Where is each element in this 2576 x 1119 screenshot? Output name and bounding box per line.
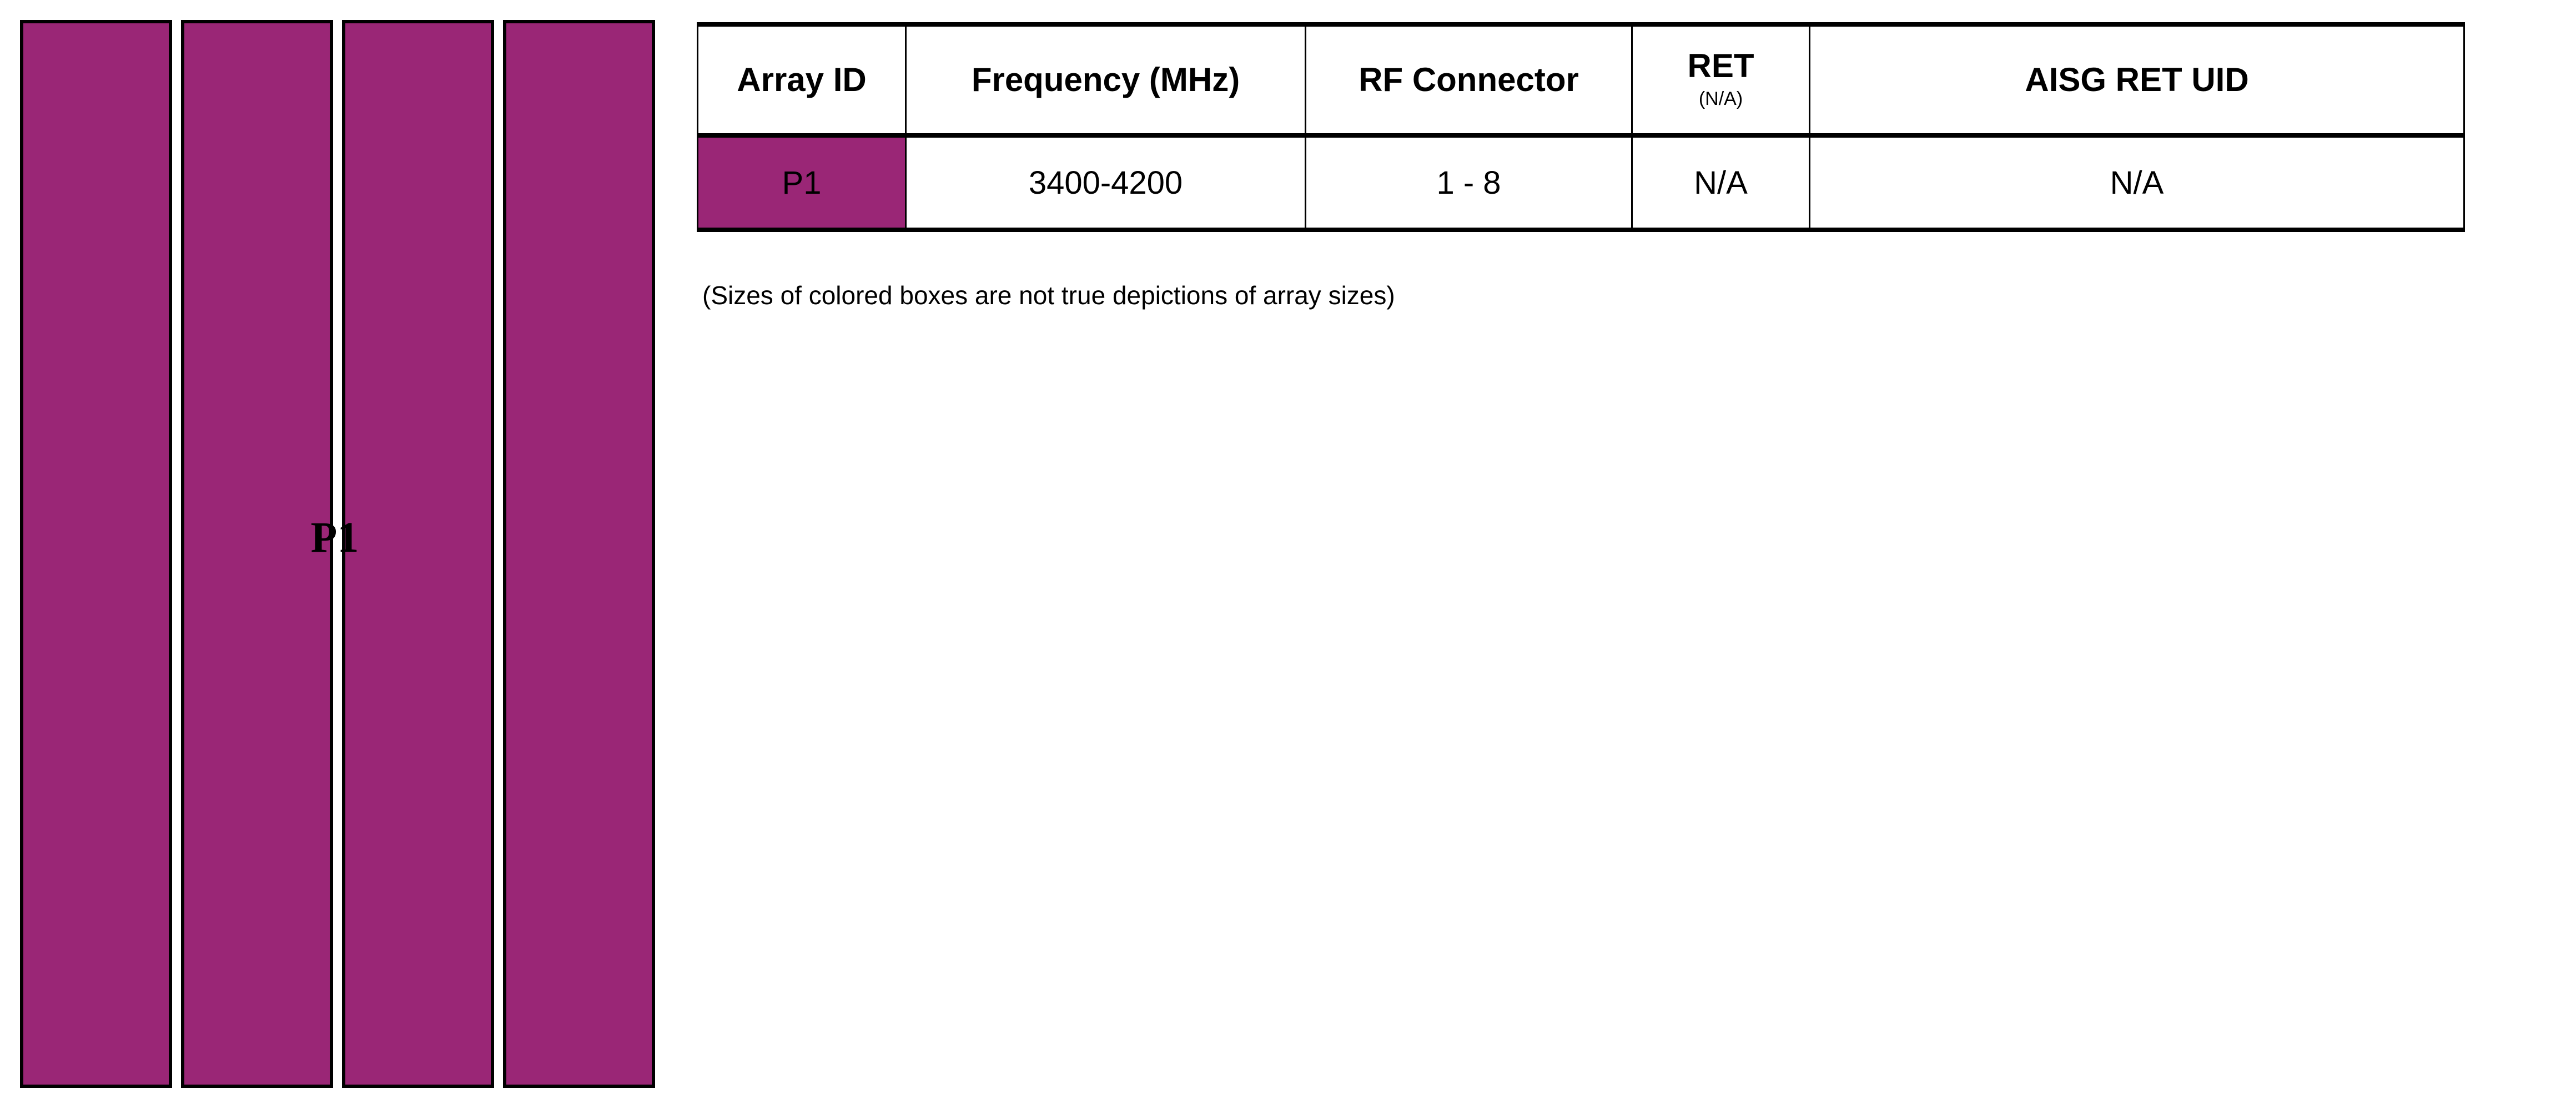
column-header-aisg-ret-uid: AISG RET UID — [1809, 22, 2465, 138]
cell-aisg-ret-uid: N/A — [1809, 134, 2465, 232]
column-header-ret: RET (N/A) — [1631, 22, 1810, 138]
cell-ret: N/A — [1631, 134, 1810, 232]
table-header-row: Array ID Frequency (MHz) RF Connector RE… — [697, 22, 2465, 138]
array-diagram: P1 — [20, 20, 655, 1088]
array-bar — [20, 20, 172, 1088]
table-header: Array ID Frequency (MHz) RF Connector RE… — [697, 22, 2465, 138]
cell-array-id: P1 — [697, 134, 907, 232]
array-bar — [503, 20, 655, 1088]
column-header-array-id: Array ID — [697, 22, 907, 138]
array-specification-table: Array ID Frequency (MHz) RF Connector RE… — [697, 22, 2465, 232]
column-header-frequency: Frequency (MHz) — [905, 22, 1306, 138]
array-bar — [342, 20, 494, 1088]
table-body: P1 3400-4200 1 - 8 N/A N/A — [697, 134, 2465, 232]
table-row: P1 3400-4200 1 - 8 N/A N/A — [697, 134, 2465, 232]
diagram-note: (Sizes of colored boxes are not true dep… — [702, 281, 1395, 310]
column-header-ret-title: RET — [1687, 47, 1754, 85]
column-header-ret-subtitle: (N/A) — [1698, 88, 1743, 110]
cell-frequency: 3400-4200 — [905, 134, 1306, 232]
column-header-rf-connector: RF Connector — [1305, 22, 1633, 138]
cell-rf-connector: 1 - 8 — [1305, 134, 1633, 232]
array-bar — [181, 20, 333, 1088]
